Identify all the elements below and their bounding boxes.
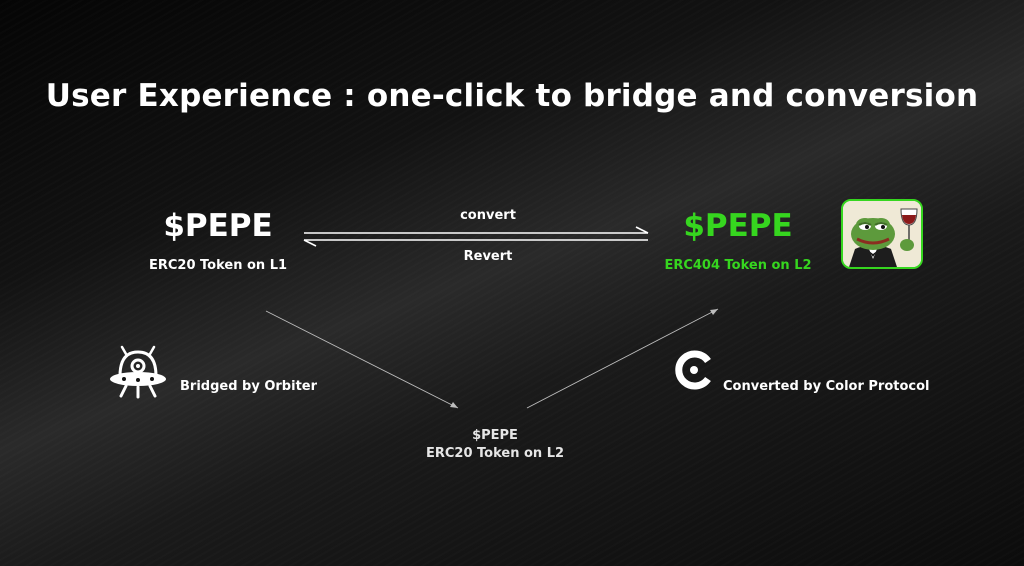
ufo-alien-icon bbox=[106, 344, 170, 402]
revert-label: Revert bbox=[463, 249, 513, 264]
l2-token-subtitle: ERC404 Token on L2 bbox=[664, 258, 812, 273]
conversion-arrow bbox=[526, 308, 719, 409]
revert-arrow bbox=[303, 239, 648, 247]
bridge-arrow bbox=[265, 310, 459, 409]
l1-token-name: $PEPE bbox=[163, 208, 273, 244]
intermediate-token-subtitle: ERC20 Token on L2 bbox=[425, 446, 565, 461]
converter-label: Converted by Color Protocol bbox=[723, 379, 930, 394]
convert-label: convert bbox=[460, 208, 516, 223]
l2-token-name: $PEPE bbox=[683, 208, 793, 244]
pepe-frog-avatar-icon bbox=[841, 199, 923, 269]
bridge-label: Bridged by Orbiter bbox=[180, 379, 318, 394]
convert-arrow bbox=[304, 226, 649, 234]
color-protocol-logo-icon bbox=[674, 350, 714, 390]
intermediate-token-name: $PEPE bbox=[472, 428, 518, 443]
l1-token-subtitle: ERC20 Token on L1 bbox=[148, 258, 288, 273]
page-title: User Experience : one-click to bridge an… bbox=[45, 78, 979, 114]
